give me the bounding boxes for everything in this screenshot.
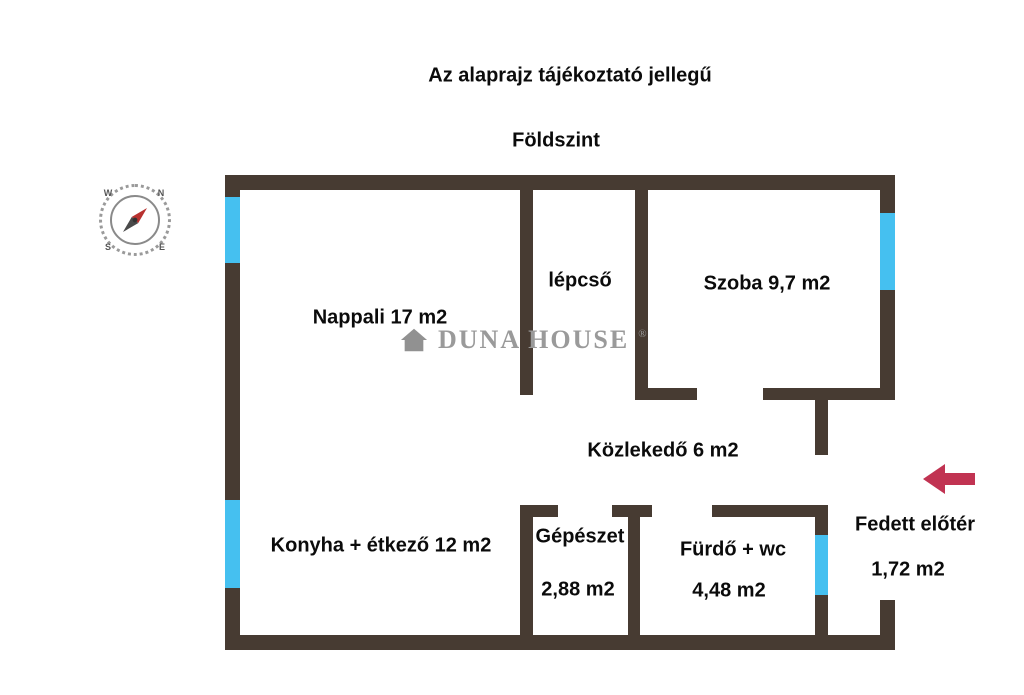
wall-furdo-top-left	[640, 505, 652, 517]
room-label-nappali: Nappali 17 m2	[312, 306, 448, 329]
window-marker-konyha	[225, 500, 240, 588]
floor-title: Földszint	[512, 129, 600, 152]
entrance-arrow-icon	[923, 464, 975, 494]
wall-szoba-bottom-left	[635, 388, 697, 400]
room-label-lepcso: lépcső	[548, 269, 612, 292]
wall-top	[225, 175, 895, 190]
wall-eloter-upper	[815, 398, 828, 455]
compass-needle-icon	[122, 207, 148, 233]
room-label-gepeszet: Gépészet	[535, 525, 625, 548]
wall-right-bottom-stub	[880, 600, 895, 650]
wall-furdo-top-right	[712, 505, 815, 517]
wall-gepeszet-furdo	[628, 505, 640, 650]
room-area-furdo: 4,48 m2	[692, 579, 766, 602]
room-label-furdo: Fürdő + wc	[679, 538, 787, 561]
brand-watermark: DUNA HOUSE ®	[399, 326, 647, 354]
room-area-fedett-eloter: 1,72 m2	[871, 558, 945, 581]
brand-name: DUNA HOUSE	[438, 325, 630, 354]
window-marker-nappali	[225, 197, 240, 263]
wall-szoba-bottom-right	[763, 388, 895, 400]
window-marker-furdo	[815, 535, 828, 595]
wall-gepeszet-top-left	[533, 505, 558, 517]
compass-north-label: N	[157, 188, 165, 198]
room-label-szoba: Szoba 9,7 m2	[703, 272, 831, 295]
registered-mark: ®	[638, 328, 647, 340]
wall-bottom	[225, 635, 895, 650]
compass-south-label: S	[104, 242, 112, 252]
page-title: Az alaprajz tájékoztató jellegű	[428, 64, 712, 87]
window-marker-szoba	[880, 213, 895, 290]
room-label-fedett-eloter: Fedett előtér	[854, 513, 976, 536]
compass-ring	[99, 184, 171, 256]
compass-west-label: W	[103, 188, 113, 198]
wall-lepcso-szoba	[635, 190, 648, 388]
compass-east-label: E	[158, 242, 166, 252]
compass-icon: N E S W	[95, 180, 175, 260]
room-label-konyha: Konyha + étkező 12 m2	[270, 534, 492, 557]
room-area-gepeszet: 2,88 m2	[541, 578, 615, 601]
wall-nappali-lepcso	[520, 190, 533, 395]
house-icon	[400, 328, 428, 352]
wall-konyha-gepeszet	[520, 505, 533, 650]
room-label-kozlekedo: Közlekedő 6 m2	[587, 439, 739, 462]
